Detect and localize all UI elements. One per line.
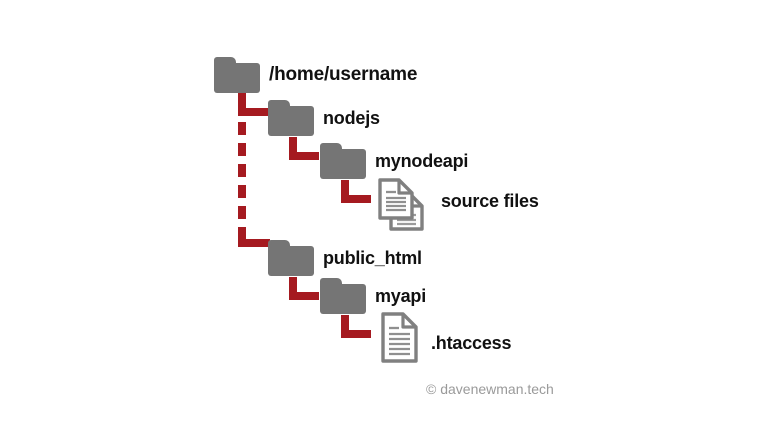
connector-home-to-public-html xyxy=(238,122,270,255)
folder-icon xyxy=(268,100,314,136)
document-svg xyxy=(381,312,418,363)
connector-dash-segment xyxy=(238,122,246,135)
tree-node-label: nodejs xyxy=(323,107,380,128)
connector-vertical-segment xyxy=(238,93,246,116)
connector-home-to-nodejs xyxy=(238,93,268,116)
connector-vertical-segment xyxy=(289,137,297,160)
connector-horizontal-segment xyxy=(289,292,319,300)
folder-body xyxy=(268,246,314,276)
connector-horizontal-segment xyxy=(341,330,371,338)
multi-document-svg xyxy=(378,178,424,231)
folder-tab xyxy=(268,100,290,109)
tree-node-myapi[interactable]: myapi xyxy=(320,278,426,314)
connector-public-html-to-myapi xyxy=(289,277,319,300)
tree-node-label: /home/username xyxy=(269,64,418,85)
folder-body xyxy=(268,106,314,136)
connector-dash-segment xyxy=(238,227,246,247)
tree-node-mynodeapi[interactable]: mynodeapi xyxy=(320,143,468,179)
folder-tab xyxy=(214,57,236,66)
connector-dash-segment xyxy=(238,206,246,219)
document-front-lines xyxy=(386,190,406,212)
connector-vertical-segment xyxy=(341,315,349,338)
tree-node-label: public_html xyxy=(323,247,422,268)
folder-tab xyxy=(320,143,342,152)
connector-mynodeapi-to-source-files xyxy=(341,180,371,203)
connector-dash-segment xyxy=(238,164,246,177)
tree-node-label: .htaccess xyxy=(431,333,512,353)
connector-myapi-to-htaccess xyxy=(341,315,371,338)
tree-node-home[interactable]: /home/username xyxy=(214,57,417,93)
folder-body xyxy=(320,149,366,179)
tree-node-source-files[interactable]: source files xyxy=(377,177,539,233)
tree-node-label: source files xyxy=(441,190,539,211)
connector-horizontal-segment xyxy=(238,108,268,116)
folder-body xyxy=(320,284,366,314)
connector-horizontal-segment xyxy=(341,195,371,203)
document-lines xyxy=(389,326,410,356)
connector-horizontal-segment xyxy=(289,152,319,160)
folder-icon xyxy=(268,240,314,276)
folder-tab xyxy=(320,278,342,287)
folder-icon xyxy=(320,143,366,179)
tree-node-label: mynodeapi xyxy=(375,150,469,171)
tree-node-label: myapi xyxy=(375,285,427,306)
folder-tab xyxy=(268,240,290,249)
connector-dash-segment xyxy=(238,143,246,156)
copyright-credit: © davenewman.tech xyxy=(426,381,554,397)
document-icon xyxy=(380,311,420,364)
connector-vertical-segment xyxy=(341,180,349,203)
document-front-fold xyxy=(397,180,412,195)
tree-node-nodejs[interactable]: nodejs xyxy=(268,100,380,136)
tree-node-public-html[interactable]: public_html xyxy=(268,240,422,276)
connector-vertical-segment xyxy=(289,277,297,300)
folder-icon xyxy=(320,278,366,314)
connector-nodejs-to-mynodeapi xyxy=(289,137,319,160)
document-fold xyxy=(401,314,416,329)
connector-dash-segment xyxy=(238,185,246,198)
multi-document-icon xyxy=(377,177,431,233)
connector-elbow-foot xyxy=(238,239,270,247)
tree-node-htaccess[interactable]: .htaccess xyxy=(380,311,511,364)
folder-body xyxy=(214,63,260,93)
folder-icon xyxy=(214,57,260,93)
